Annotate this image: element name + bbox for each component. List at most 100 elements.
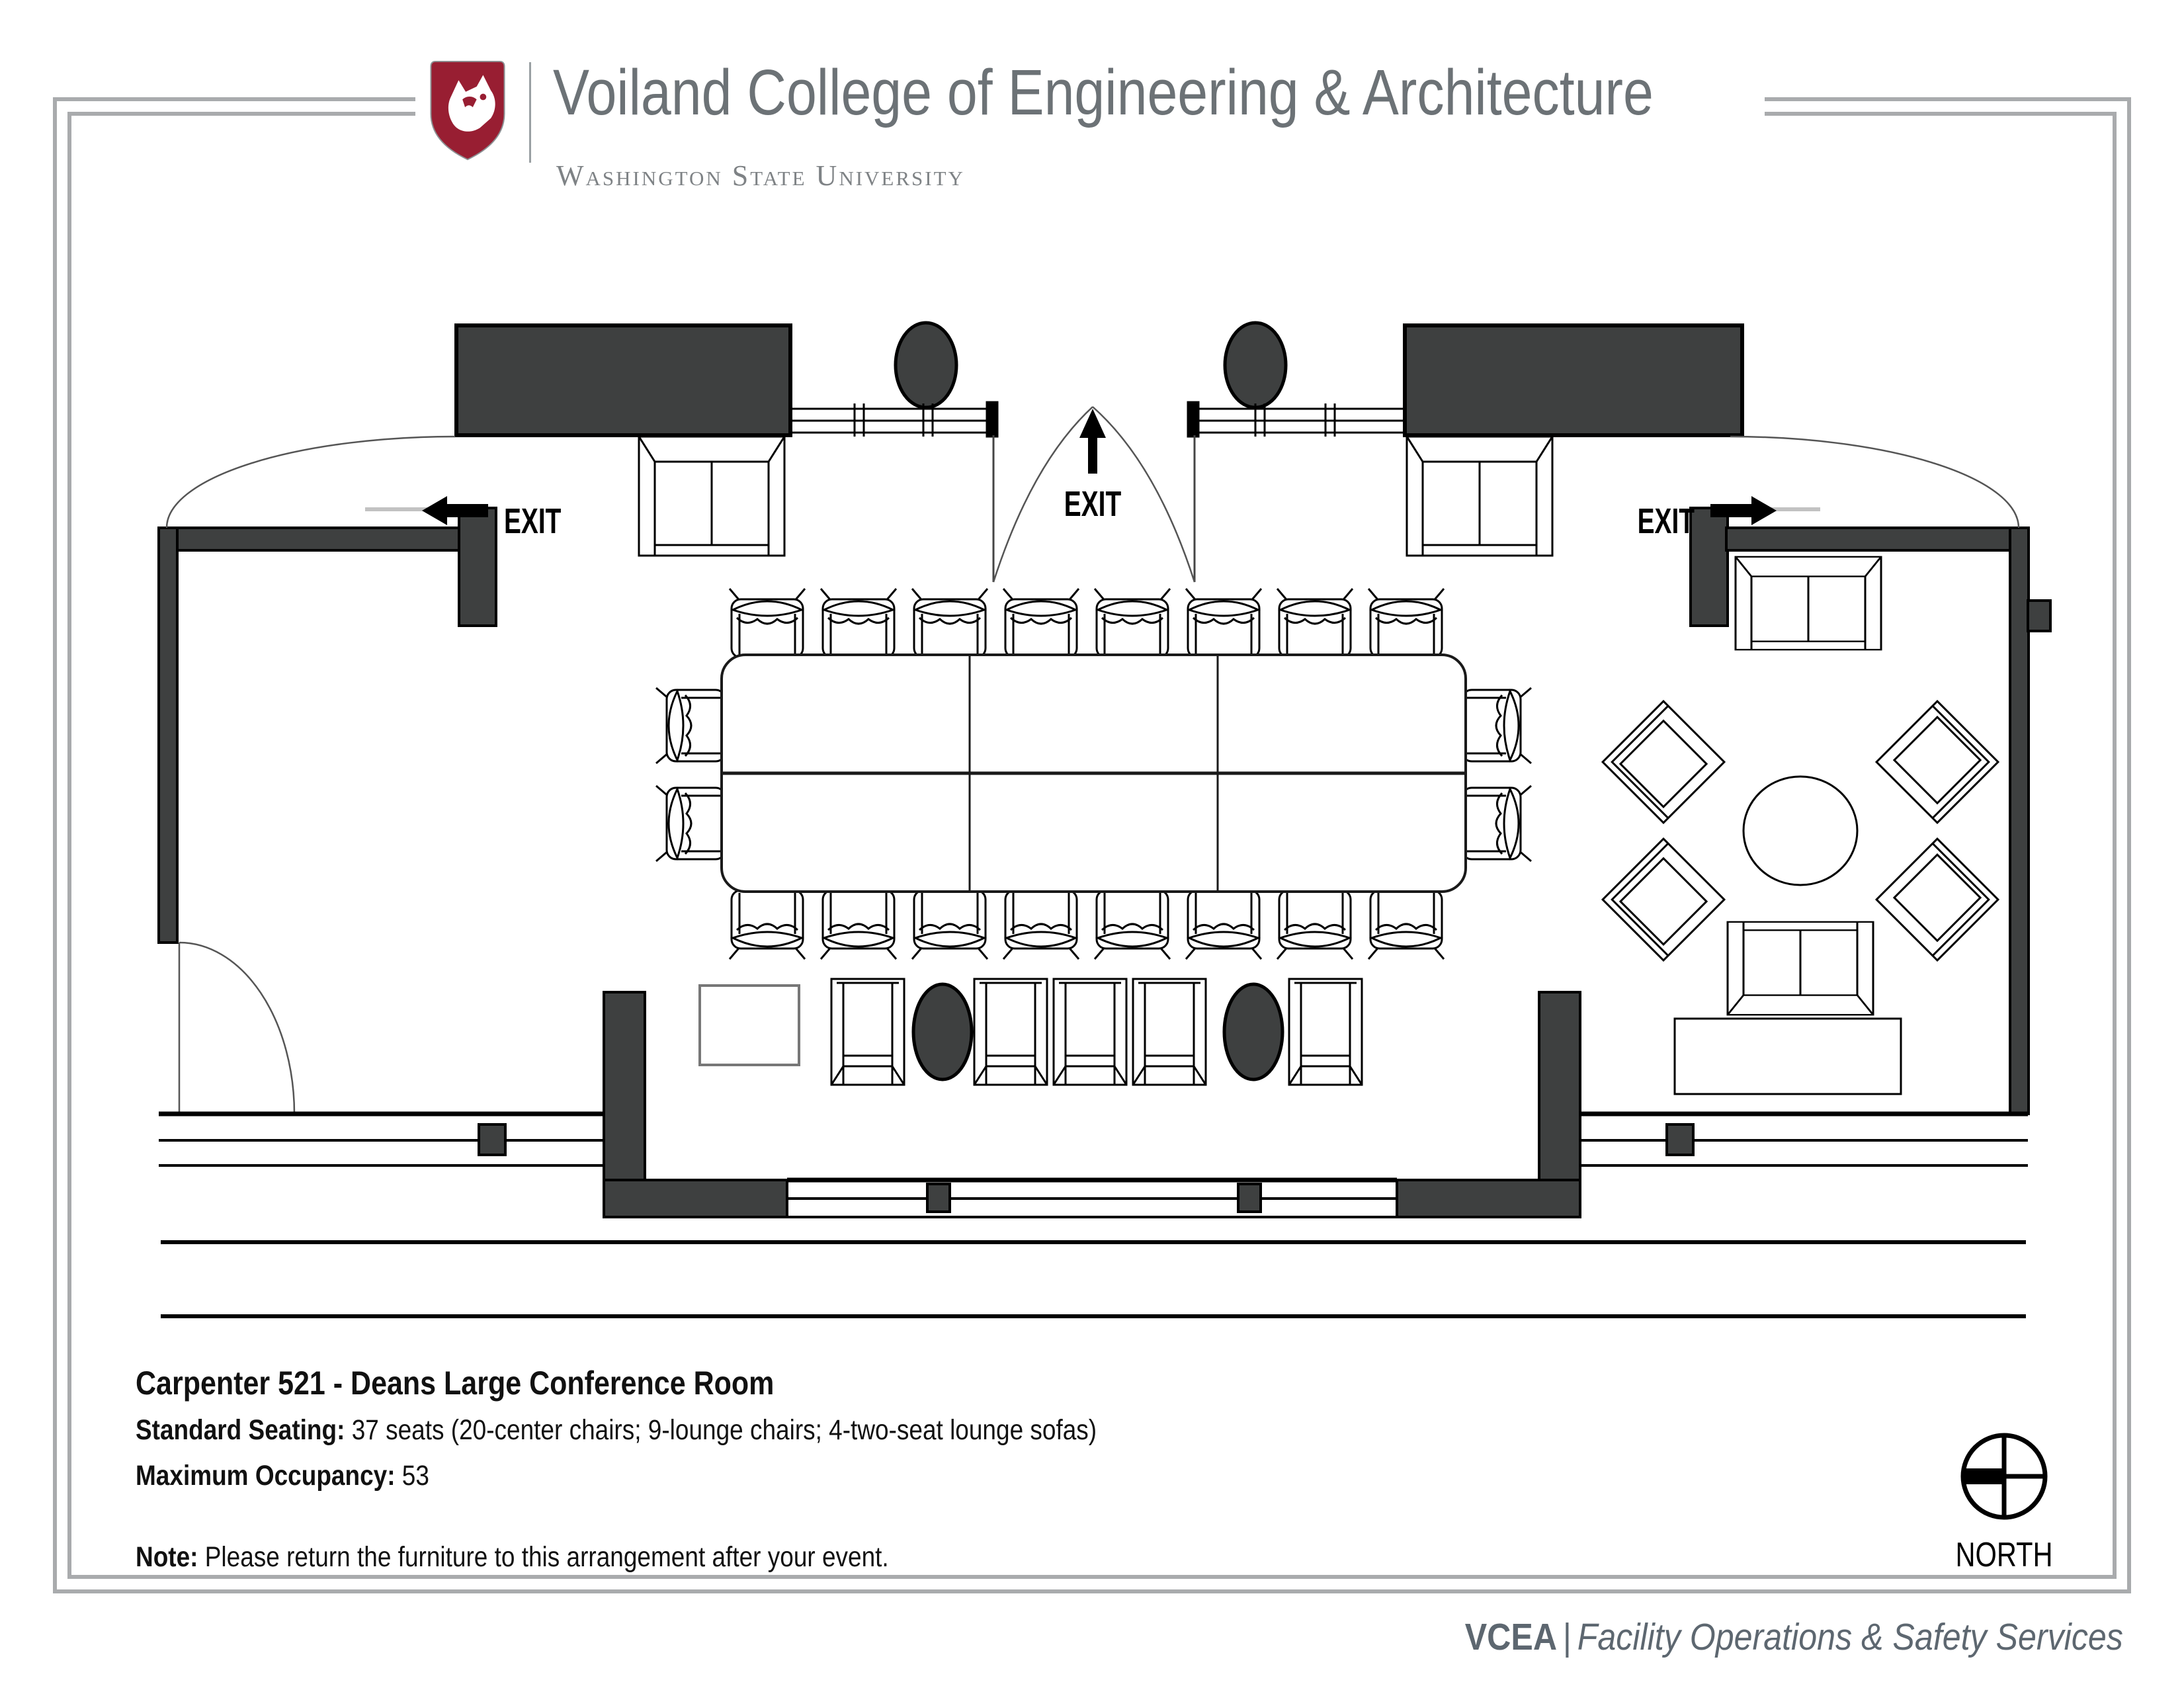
wall-pillar-top-right <box>1689 507 1729 627</box>
window-band-bay <box>787 1177 1397 1218</box>
max-occupancy-line: Maximum Occupancy: 53 <box>136 1460 1097 1492</box>
lounge-chair <box>1288 978 1363 1086</box>
cabinet-top-right <box>1403 323 1744 437</box>
window-mullion <box>1237 1183 1262 1213</box>
center-chair <box>819 889 898 960</box>
sofa-top-right <box>1406 435 1554 557</box>
center-chair <box>1367 587 1445 659</box>
center-chair <box>655 784 726 863</box>
diamond-lounge-chair <box>1601 700 1726 824</box>
footer-org: VCEA <box>1464 1616 1558 1658</box>
exit-left-arrow-icon <box>447 504 488 517</box>
exit-center-label: EXIT <box>1064 484 1122 524</box>
center-chair <box>1093 889 1171 960</box>
door-arc-exit-left <box>165 435 456 528</box>
conference-table <box>720 654 1467 893</box>
door-arc-exit-right <box>1730 435 2020 528</box>
university-wordmark: Washington State University <box>556 159 965 192</box>
center-chair <box>1276 587 1354 659</box>
exit-left-arrow-icon <box>422 496 447 525</box>
column-top-left <box>894 321 958 409</box>
room-details: Carpenter 521 - Deans Large Conference R… <box>136 1364 1097 1574</box>
wall-right <box>2009 527 2030 1115</box>
sofa-lounge-bottom <box>1726 921 1874 1016</box>
compass-label: NORTH <box>1955 1535 2052 1574</box>
window-mullion <box>926 1183 951 1213</box>
door-arc-center-right <box>1092 406 1196 583</box>
window-band-bottom-left <box>159 1111 604 1167</box>
diamond-lounge-chair <box>1875 837 1999 962</box>
walls <box>157 507 2052 1218</box>
wall-foot-bottom-left <box>603 1179 788 1218</box>
lounge-chair <box>973 978 1048 1086</box>
footer: VCEA|Facility Operations & Safety Servic… <box>1465 1615 2123 1659</box>
window-mullion <box>1665 1123 1695 1156</box>
round-lounge-table <box>1742 775 1859 886</box>
column-bottom-left <box>911 982 974 1081</box>
side-table-bottom <box>698 984 800 1066</box>
page-border-frame <box>53 97 2131 1593</box>
wall-top-left <box>157 527 462 552</box>
room-title: Carpenter 521 - Deans Large Conference R… <box>136 1365 775 1402</box>
exit-right-arrow-icon <box>1710 504 1751 517</box>
note-line: Note: Please return the furniture to thi… <box>136 1541 1097 1574</box>
center-chair <box>1093 587 1171 659</box>
exit-left: EXIT <box>422 496 562 540</box>
center-chair <box>1185 889 1263 960</box>
wall-left <box>157 527 179 944</box>
occupancy-label: Maximum Occupancy: <box>136 1460 396 1492</box>
center-chair <box>1002 587 1080 659</box>
column-top-right <box>1223 321 1288 409</box>
lounge-chair <box>830 978 905 1086</box>
lounge-credenza <box>1673 1017 1902 1095</box>
center-chair <box>655 687 726 765</box>
center-chair <box>1367 889 1445 960</box>
center-chair <box>911 587 989 659</box>
standard-seating-line: Standard Seating: 37 seats (20-center ch… <box>136 1414 1097 1447</box>
wall-pillar-top-left <box>458 507 497 627</box>
seating-value: 37 seats (20-center chairs; 9-lounge cha… <box>345 1414 1097 1446</box>
door-arc-bottom-left <box>179 941 296 1115</box>
window-mullion <box>478 1123 507 1156</box>
compass-west-bar-icon <box>1963 1468 2004 1484</box>
center-chair <box>911 889 989 960</box>
exit-center-arrow-icon <box>1088 437 1097 474</box>
footer-separator: | <box>1562 1616 1572 1658</box>
north-compass: NORTH <box>1955 1433 2053 1574</box>
center-chair <box>1461 687 1533 765</box>
wsu-cougar-shield-icon <box>430 60 505 161</box>
doors <box>165 406 2020 1115</box>
wall-top-right <box>1725 527 2029 552</box>
exit-right-label: EXIT <box>1638 501 1695 541</box>
note-value: Please return the furniture to this arra… <box>198 1541 889 1573</box>
sofa-lounge-top <box>1734 556 1882 651</box>
exit-center: EXIT <box>1064 409 1122 524</box>
exit-right: EXIT <box>1638 496 1777 540</box>
lounge-chair <box>1132 978 1207 1086</box>
diamond-lounge-chair <box>1601 837 1726 962</box>
exit-left-label: EXIT <box>504 501 562 541</box>
window-band-top-right <box>1187 401 1405 438</box>
window-band-top-left <box>790 401 999 438</box>
wall-stub-right <box>2027 599 2052 632</box>
center-chair <box>1002 889 1080 960</box>
column-bottom-right <box>1222 982 1284 1081</box>
center-chair <box>819 587 898 659</box>
wall-foot-bottom-right <box>1396 1179 1581 1218</box>
occupancy-value: 53 <box>395 1460 429 1492</box>
footer-dept: Facility Operations & Safety Services <box>1577 1616 2123 1658</box>
lounge-chair <box>1052 978 1128 1086</box>
college-title: Voiland College of Engineering & Archite… <box>553 56 1654 128</box>
wsu-logo <box>429 60 507 161</box>
cabinet-top-left <box>454 323 792 437</box>
window-band-bottom-right <box>1580 1111 2028 1167</box>
center-chair <box>1185 587 1263 659</box>
center-chair <box>1461 784 1533 863</box>
door-arc-center-left <box>992 406 1093 583</box>
note-label: Note: <box>136 1541 198 1573</box>
center-chair <box>728 889 806 960</box>
header-divider <box>529 62 531 163</box>
center-chair <box>728 587 806 659</box>
